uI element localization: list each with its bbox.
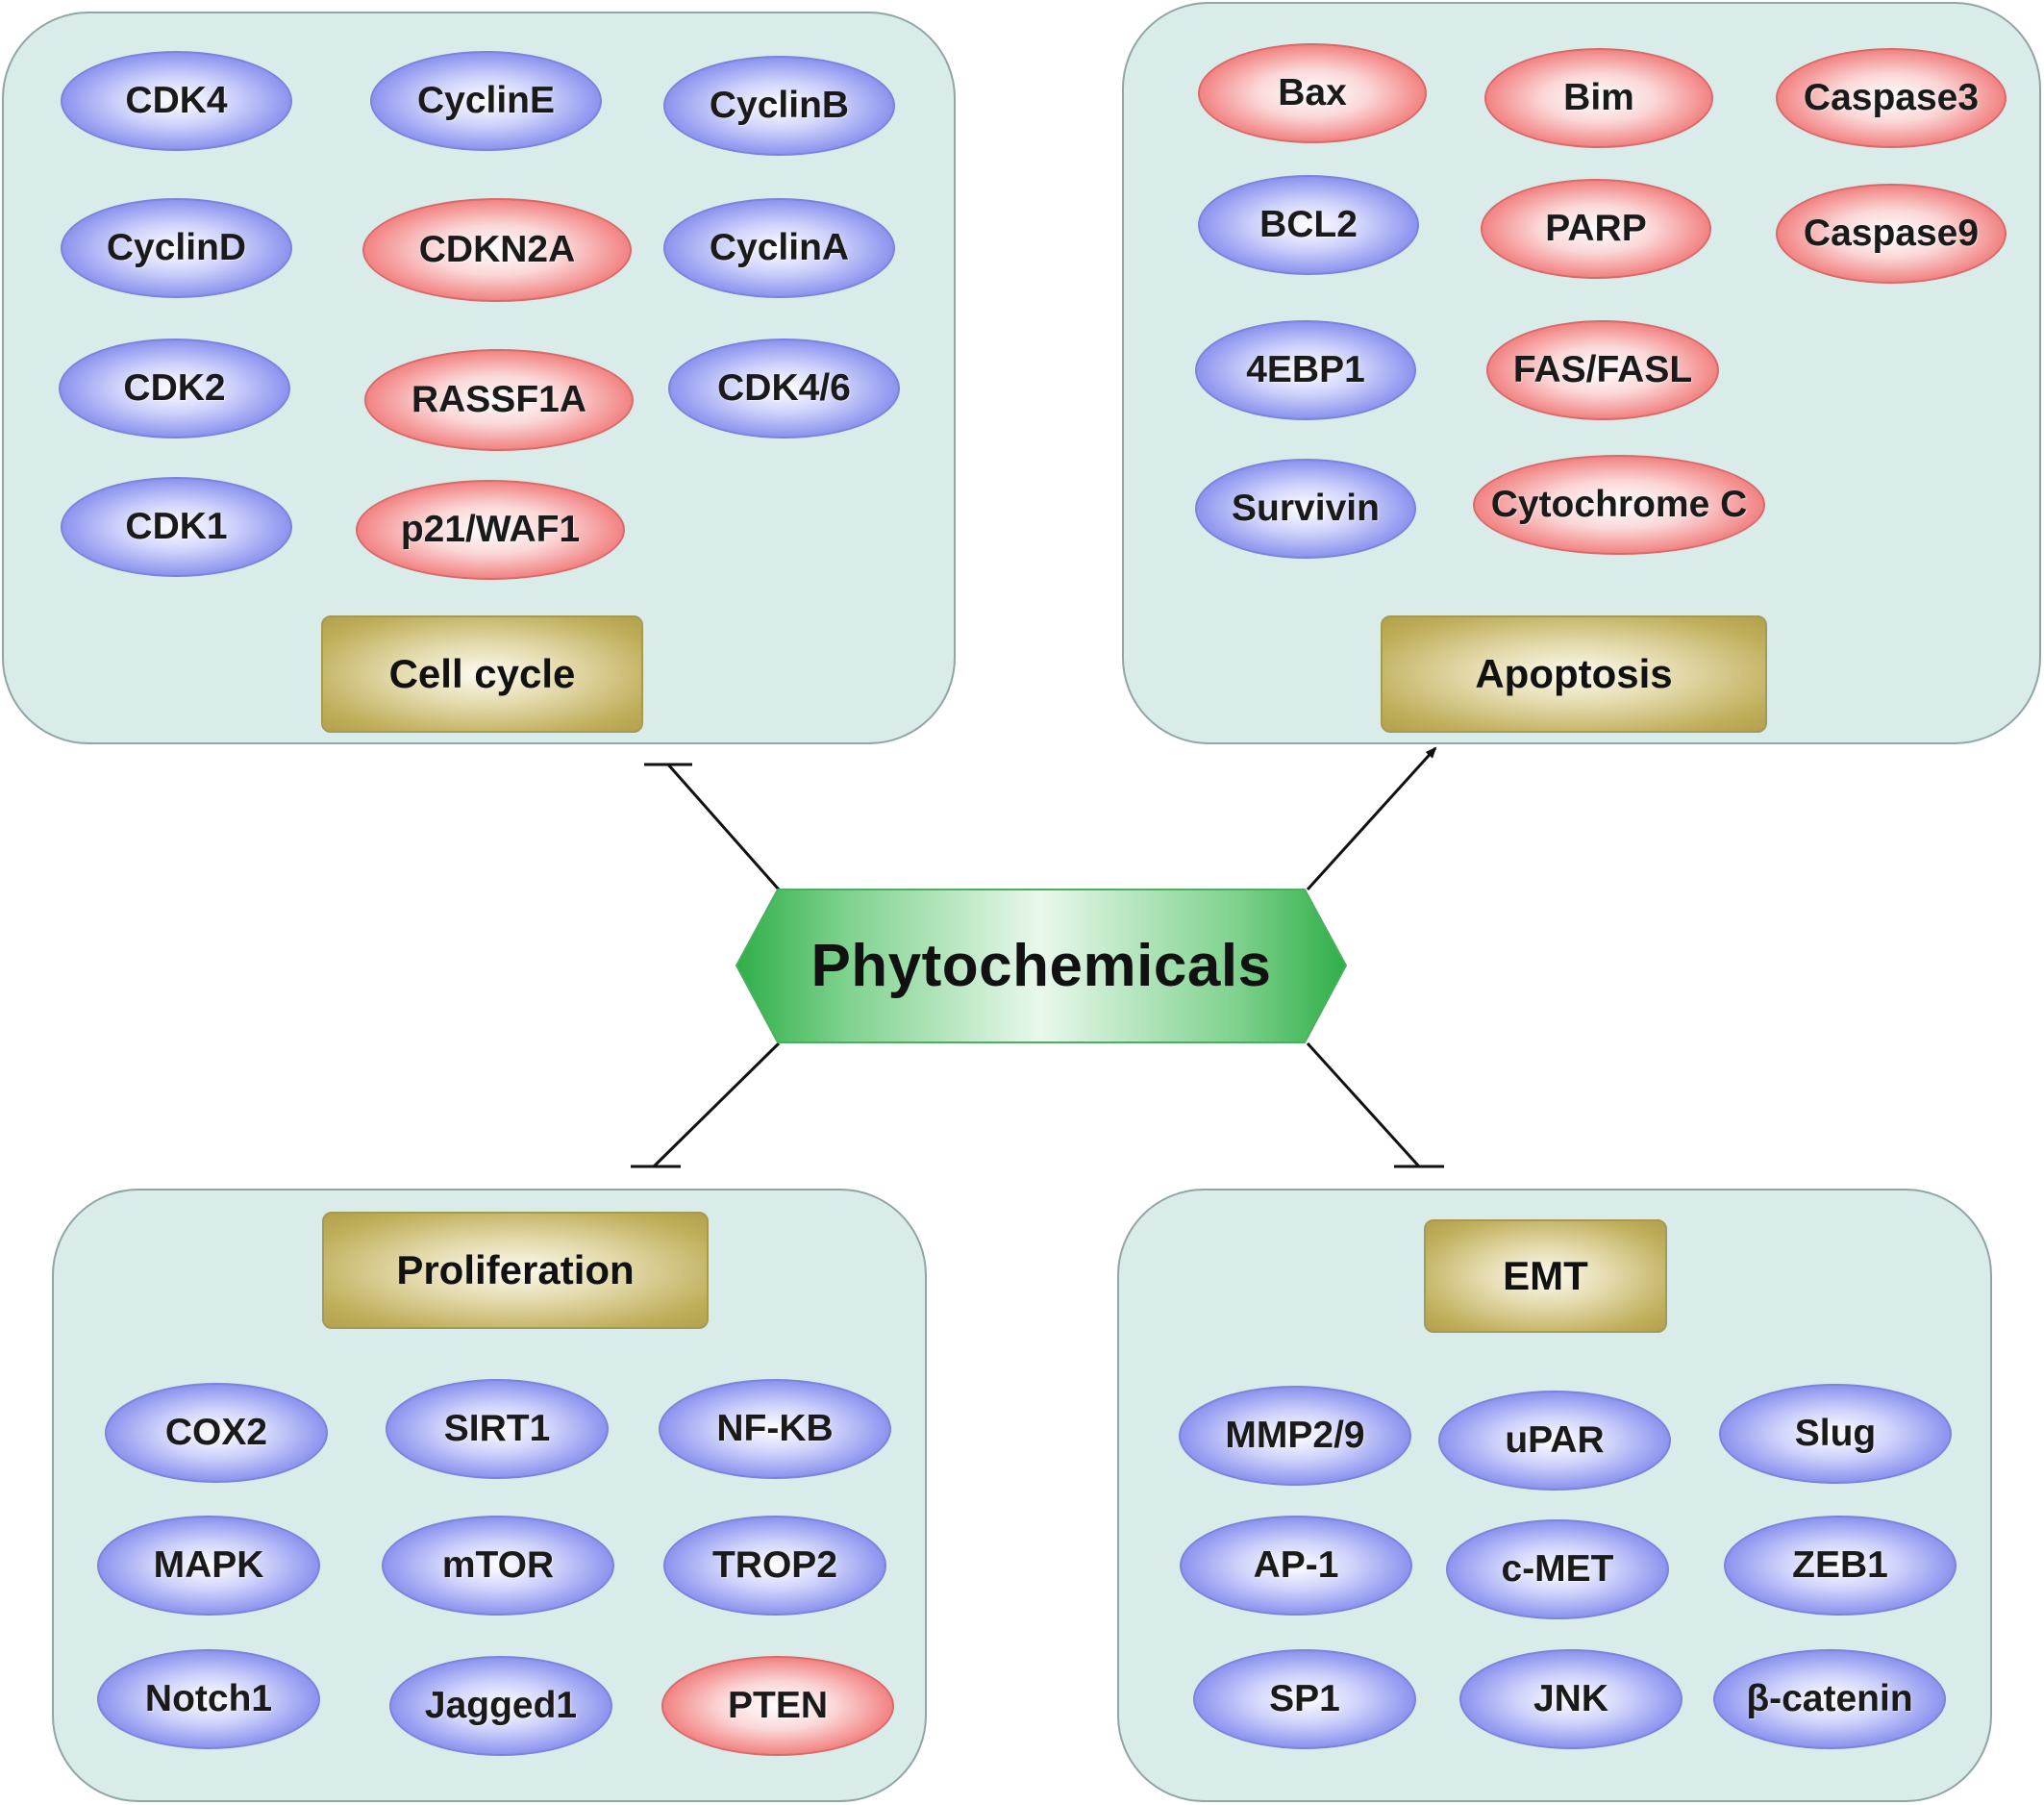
node-mmp2-9: MMP2/9 (1179, 1386, 1411, 1486)
node-sp1: SP1 (1193, 1649, 1416, 1749)
proliferation-title: Proliferation (322, 1212, 709, 1329)
emt-title: EMT (1424, 1219, 1667, 1333)
phytochemicals-label: Phytochemicals (810, 933, 1272, 999)
node-cyclind: CyclinD (61, 198, 292, 298)
node-cycline: CyclinE (370, 51, 602, 151)
phytochemicals-hexagon (735, 889, 1348, 1043)
node-mtor: mTOR (382, 1516, 614, 1616)
node-bcl2: BCL2 (1198, 175, 1419, 275)
proliferation-inhibition-line (652, 1041, 781, 1168)
node-beta-catenin: β-catenin (1713, 1649, 1946, 1749)
node-rassf1a: RASSF1A (364, 349, 634, 451)
node-cdk1: CDK1 (61, 477, 292, 577)
node-caspase3: Caspase3 (1776, 48, 2007, 148)
node-cox2: COX2 (105, 1383, 328, 1483)
apoptosis-activation-arrow (1306, 746, 1437, 891)
node-zeb1: ZEB1 (1724, 1516, 1957, 1616)
node-pten: PTEN (661, 1656, 894, 1756)
node-bax: Bax (1198, 43, 1427, 143)
emt-inhibition-line (1306, 1041, 1421, 1168)
node-sirt1: SIRT1 (386, 1379, 609, 1479)
cell-cycle-title: Cell cycle (321, 615, 643, 733)
node-ap-1: AP-1 (1180, 1516, 1412, 1616)
node-fas-fasl: FAS/FASL (1486, 320, 1719, 420)
node-cyclinb: CyclinB (663, 56, 895, 156)
node-trop2: TROP2 (663, 1516, 886, 1616)
node-cdk4-6: CDK4/6 (668, 338, 900, 439)
node-4ebp1: 4EBP1 (1195, 320, 1416, 420)
node-cdk2: CDK2 (59, 338, 290, 439)
node-cdk4: CDK4 (61, 51, 292, 151)
node-notch1: Notch1 (97, 1649, 320, 1749)
node-survivin: Survivin (1195, 459, 1416, 559)
node-jagged1: Jagged1 (389, 1656, 612, 1756)
node-caspase9: Caspase9 (1776, 184, 2007, 284)
node-bim: Bim (1484, 48, 1713, 148)
cell-cycle-inhibition-line (666, 764, 781, 890)
node-upar: uPAR (1438, 1391, 1671, 1491)
node-cdkn2a: CDKN2A (362, 198, 632, 302)
node-nf-kb: NF-KB (659, 1379, 891, 1479)
node-slug: Slug (1719, 1384, 1952, 1484)
node-jnk: JNK (1459, 1649, 1683, 1749)
node-parp: PARP (1481, 179, 1711, 279)
apoptosis-title: Apoptosis (1381, 615, 1767, 733)
node-c-met: c-MET (1446, 1519, 1669, 1619)
node-cytochrome-c: Cytochrome C (1473, 455, 1765, 555)
node-mapk: MAPK (97, 1516, 320, 1616)
node-p21-waf1: p21/WAF1 (356, 480, 625, 580)
node-cyclina: CyclinA (663, 198, 895, 298)
